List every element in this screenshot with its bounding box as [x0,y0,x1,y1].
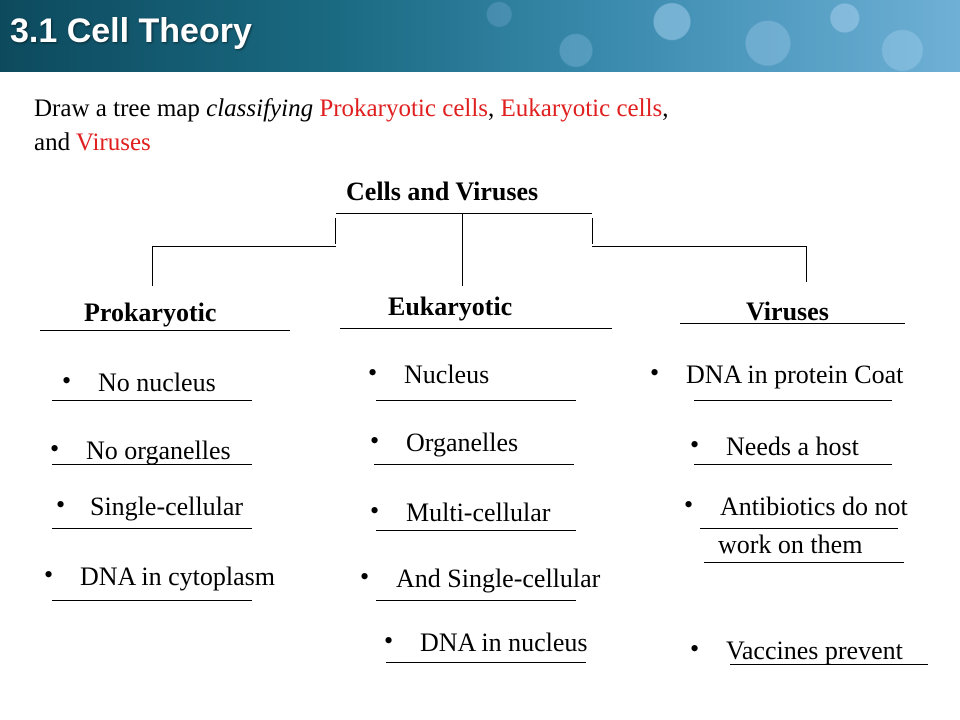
bullet: • [690,634,700,663]
heading-underline [340,328,612,329]
instruction-eukaryotic: Eukaryotic cells [500,95,663,122]
bullet: • [690,430,700,459]
slide-title: 3.1 Cell Theory [10,12,252,50]
list-item: Organelles [406,428,519,457]
list-item: No nucleus [98,368,216,397]
heading-prokaryotic: Prokaryotic [84,298,217,327]
bullet: • [684,490,694,519]
instruction-and: and [34,129,76,156]
item-underline [52,400,252,401]
item-underline [374,464,574,465]
list-item: Vaccines prevent [726,636,903,665]
connector [592,246,807,247]
list-item: Single-cellular [90,492,244,521]
connector [592,218,593,244]
connector [152,246,153,286]
instruction-text: Draw a tree map classifying Prokaryotic … [34,92,914,160]
list-item-continued: work on them [718,530,863,559]
heading-eukaryotic: Eukaryotic [388,292,513,321]
connector [462,214,463,286]
instruction-comma: , [662,95,669,122]
bullet: • [370,496,380,525]
bullet: • [360,562,370,591]
connector [335,218,336,244]
item-underline [704,562,904,563]
list-item: DNA in nucleus [420,628,588,657]
item-underline [694,400,892,401]
list-item: Multi-cellular [406,498,551,527]
bullet: • [384,626,394,655]
item-underline [52,464,252,465]
list-item: No organelles [86,436,231,465]
bullet: • [44,560,54,589]
list-item: Nucleus [404,360,490,389]
instruction-viruses: Viruses [75,129,151,156]
item-underline [376,400,576,401]
instruction-part: Draw a tree map [34,95,207,122]
bullet: • [56,490,66,519]
item-underline [376,600,576,601]
item-underline [700,528,898,529]
heading-underline [680,323,905,324]
item-underline [52,600,252,601]
bullet: • [370,426,380,455]
connector [152,246,336,247]
heading-underline [40,330,290,331]
connector [806,246,807,282]
item-underline [694,464,892,465]
list-item: And Single-cellular [396,564,601,593]
item-underline [376,530,576,531]
instruction-classifying: classifying [206,95,314,122]
item-underline [730,664,928,665]
list-item: DNA in protein Coat [686,360,904,389]
list-item: DNA in cytoplasm [80,562,275,591]
tree-root: Cells and Viruses [346,177,539,206]
instruction-comma: , [488,95,501,122]
bullet: • [650,358,660,387]
item-underline [386,662,586,663]
instruction-prokaryotic: Prokaryotic cells [319,95,489,122]
root-underline [336,213,592,214]
list-item: Antibiotics do not [720,492,908,521]
list-item: Needs a host [726,432,859,461]
bullet: • [50,434,60,463]
heading-viruses: Viruses [746,297,829,326]
title-banner: 3.1 Cell Theory [0,0,960,72]
item-underline [52,528,252,529]
bullet: • [62,366,72,395]
bullet: • [368,358,378,387]
